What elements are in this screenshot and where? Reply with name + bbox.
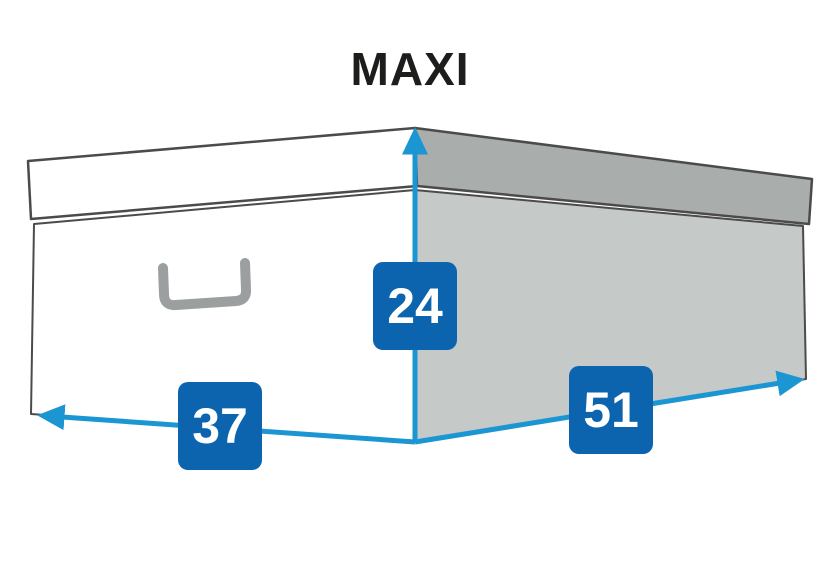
width-dimension-label: 37 <box>178 382 262 470</box>
diagram-title: MAXI <box>350 43 470 95</box>
depth-dimension-label: 51 <box>569 366 653 454</box>
height-dimension-label: 24 <box>373 262 457 350</box>
handle-icon <box>158 258 252 311</box>
